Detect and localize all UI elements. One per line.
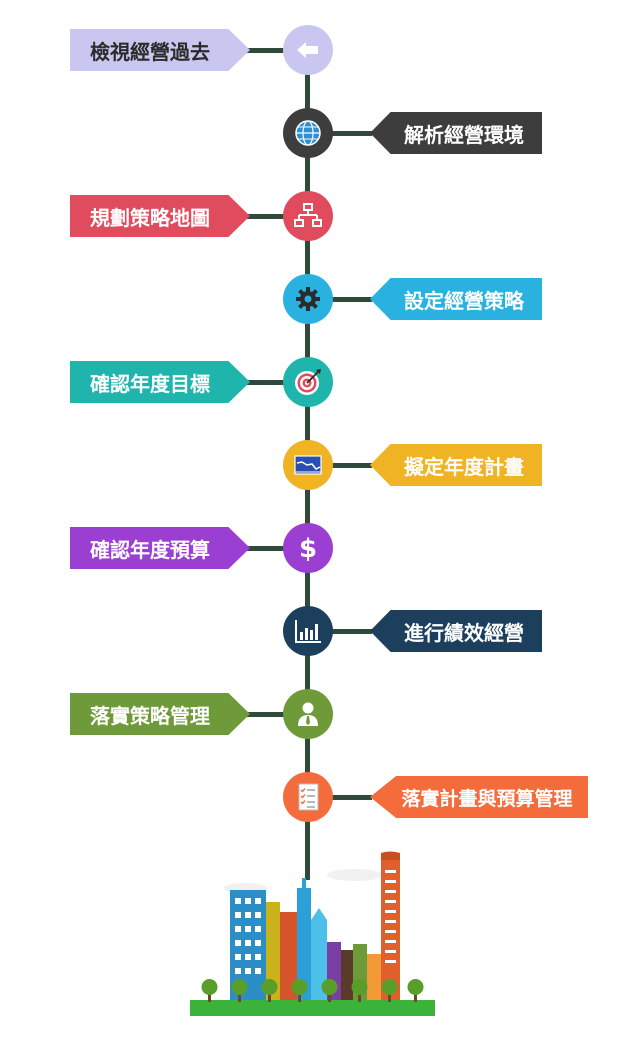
step-label: 解析經營環境 — [370, 112, 542, 154]
step-label: 規劃策略地圖 — [70, 195, 250, 237]
step-label: 落實計畫與預算管理 — [370, 776, 588, 818]
step-connector — [330, 795, 372, 800]
step-connector — [330, 463, 372, 468]
dollar-icon: $ — [283, 523, 333, 573]
globe-icon — [283, 108, 333, 158]
flow-step-1: 檢視經營過去 — [0, 25, 624, 75]
manager-icon — [283, 689, 333, 739]
step-connector — [246, 380, 286, 385]
sitemap-icon — [283, 191, 333, 241]
svg-text:$: $ — [299, 534, 317, 563]
flow-step-8: 進行績效經營 — [0, 606, 624, 656]
flow-step-7: 確認年度預算 $ — [0, 523, 624, 573]
flow-step-10: 落實計畫與預算管理 — [0, 772, 624, 822]
gear-icon — [283, 274, 333, 324]
flow-step-2: 解析經營環境 — [0, 108, 624, 158]
step-label: 擬定年度計畫 — [370, 444, 542, 486]
flow-step-4: 設定經營策略 — [0, 274, 624, 324]
step-label: 落實策略管理 — [70, 693, 250, 735]
step-label: 確認年度目標 — [70, 361, 250, 403]
step-label: 設定經營策略 — [370, 278, 542, 320]
step-connector — [330, 297, 372, 302]
step-connector — [246, 712, 286, 717]
flow-step-3: 規劃策略地圖 — [0, 191, 624, 241]
step-label: 進行績效經營 — [370, 610, 542, 652]
flow-step-5: 確認年度目標 — [0, 357, 624, 407]
flow-step-6: 擬定年度計畫 — [0, 440, 624, 490]
target-icon — [283, 357, 333, 407]
step-connector — [246, 214, 286, 219]
step-connector — [246, 48, 286, 53]
step-label: 確認年度預算 — [70, 527, 250, 569]
flow-step-9: 落實策略管理 — [0, 689, 624, 739]
step-connector — [246, 546, 286, 551]
step-connector — [330, 629, 372, 634]
bar-chart-icon — [283, 606, 333, 656]
step-label: 檢視經營過去 — [70, 29, 250, 71]
city-skyline-illustration — [190, 851, 435, 1016]
plan-chart-icon — [283, 440, 333, 490]
arrow-left-icon — [283, 25, 333, 75]
step-connector — [330, 131, 372, 136]
checklist-icon — [283, 772, 333, 822]
